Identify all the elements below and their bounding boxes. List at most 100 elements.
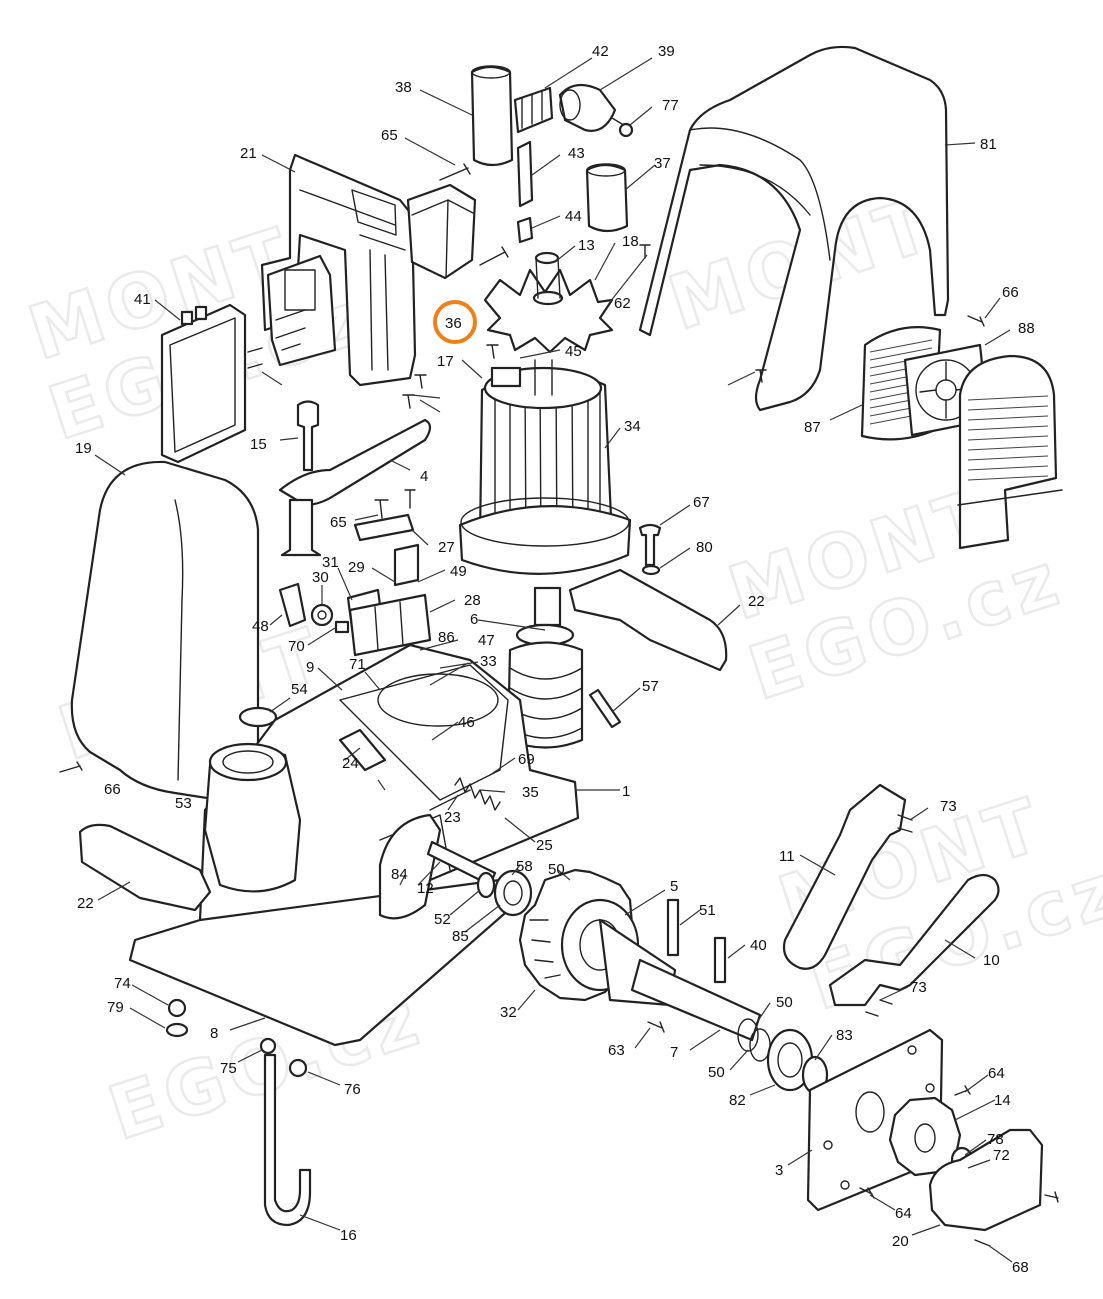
callout-81: 81 [980,136,997,153]
callout-54: 54 [291,681,308,698]
callout-78: 78 [987,1131,1004,1148]
highlight-ring [433,300,477,344]
nut-74 [167,998,187,1018]
callout-13: 13 [578,237,595,254]
tank-53 [203,742,302,893]
bolt-15 [296,400,320,472]
callout-76: 76 [344,1081,361,1098]
callout-68: 68 [1012,1259,1029,1276]
callout-50: 50 [548,861,565,878]
pin-70 [334,620,350,634]
bearing-82 [766,1028,814,1092]
callout-15: 15 [250,436,267,453]
board-41 [160,303,247,464]
pin-57 [588,688,622,729]
callout-1: 1 [622,783,630,800]
callout-71: 71 [349,656,366,673]
callout-4: 4 [420,468,428,485]
callout-88: 88 [1018,320,1035,337]
callout-83: 83 [836,1027,853,1044]
spring-23 [454,777,501,811]
callout-9: 9 [306,659,314,676]
callout-10: 10 [983,952,1000,969]
callout-14: 14 [994,1092,1011,1109]
callout-22: 22 [748,593,765,610]
callout-63: 63 [608,1042,625,1059]
callout-51: 51 [699,902,716,919]
callout-28: 28 [464,592,481,609]
key-51 [666,898,680,957]
callout-31: 31 [322,554,339,571]
bracket-21 [260,153,417,387]
callout-39: 39 [658,43,675,60]
callout-84: 84 [391,866,408,883]
callout-67: 67 [693,494,710,511]
callout-50b: 50 [776,994,793,1011]
callout-72: 72 [993,1147,1010,1164]
leader-lines [94,57,1013,1263]
callout-62: 62 [614,295,631,312]
callout-87: 87 [804,419,821,436]
washer-30 [310,603,334,627]
u-bolt-16 [263,1053,312,1227]
callout-53: 53 [175,795,192,812]
callout-48: 48 [252,618,269,635]
callout-38: 38 [395,79,412,96]
lever-4 [278,418,432,507]
pin-40 [713,936,727,984]
callout-86: 86 [438,629,455,646]
callout-69: 69 [518,751,535,768]
callout-66: 66 [1002,284,1019,301]
terminal-42 [513,86,554,134]
callout-58: 58 [516,858,533,875]
grille-cover-89 [957,354,1063,550]
callout-66b: 66 [104,781,121,798]
lever-11 [782,783,907,970]
callout-77: 77 [662,97,679,114]
callout-52: 52 [434,911,451,928]
nut-76 [288,1058,308,1078]
motor-34 [458,359,632,575]
callout-20: 20 [892,1233,909,1250]
callout-17: 17 [437,353,454,370]
callout-34: 34 [624,418,641,435]
callout-47: 47 [478,632,495,649]
callout-25: 25 [536,837,553,854]
callout-85: 85 [452,928,469,945]
callout-24: 24 [342,755,359,772]
flange-22-right [568,568,728,672]
component-39 [558,83,623,132]
base-plate-8 [128,878,522,1047]
washer-80 [641,564,661,576]
callout-7: 7 [670,1044,678,1061]
callout-35: 35 [522,784,539,801]
pinion-14 [888,1096,962,1177]
callout-65: 65 [381,127,398,144]
callout-16: 16 [340,1227,357,1244]
nut-77 [618,122,634,138]
callout-43: 43 [568,145,585,162]
cover-81-edge [689,127,831,261]
washer-79 [165,1022,189,1038]
lever-10 [828,873,1000,1007]
callout-44: 44 [565,208,582,225]
shaft-7 [630,958,762,1042]
worm-shaft-6 [506,586,584,749]
callout-36: 36 [445,315,462,332]
callout-73: 73 [940,798,957,815]
connector-44 [516,216,534,244]
bolt-67 [638,523,662,567]
callout-29: 29 [348,559,365,576]
disc-84 [378,813,442,920]
part-28 [348,593,432,657]
callout-64b: 64 [895,1205,912,1222]
callout-80: 80 [696,539,713,556]
transformer [406,183,477,280]
post [280,498,322,557]
cover-81 [638,45,950,412]
callout-65b: 65 [330,514,347,531]
callout-8: 8 [210,1025,218,1042]
callout-21: 21 [240,145,257,162]
